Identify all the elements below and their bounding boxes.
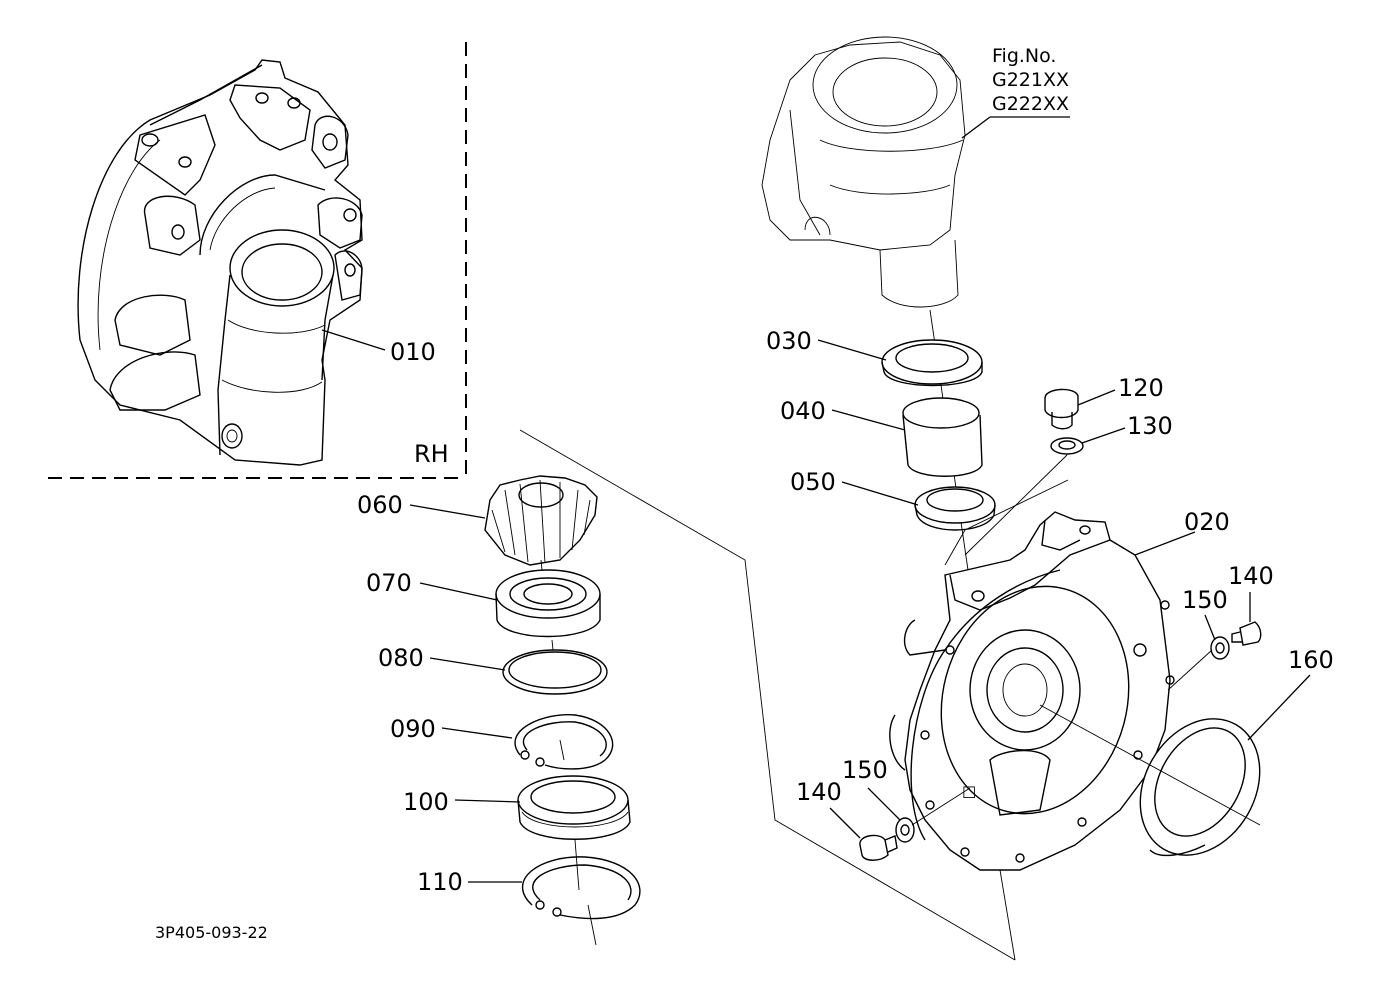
leader-150-left xyxy=(867,787,901,821)
part-label-130: 130 xyxy=(1127,412,1173,440)
fig-code-1: G221XX xyxy=(992,69,1069,91)
leader-090 xyxy=(441,727,513,739)
bevel-gear-060-drawing xyxy=(484,475,598,566)
leader-080 xyxy=(429,657,506,671)
part-label-060: 060 xyxy=(357,491,403,519)
leader-150-right xyxy=(1204,614,1216,641)
leader-160 xyxy=(1247,674,1311,741)
part-label-110: 110 xyxy=(417,868,463,896)
washer-150-right-drawing xyxy=(1210,636,1230,660)
housing-020-drawing: ☐ xyxy=(889,511,1175,871)
leader-060 xyxy=(409,504,486,519)
leader-130 xyxy=(1081,427,1126,444)
part-label-080: 080 xyxy=(378,644,424,672)
housing-cast-mark: ☐ xyxy=(962,783,976,802)
washer-150-left-drawing xyxy=(895,817,915,843)
housing-bolt-holes xyxy=(920,600,1175,863)
part-label-010: 010 xyxy=(390,338,436,366)
leader-050 xyxy=(841,481,919,506)
upper-housing-reference-drawing xyxy=(761,36,966,308)
fig-code-2: G222XX xyxy=(992,93,1069,115)
part-label-140-left: 140 xyxy=(796,778,842,806)
variant-label-rh: RH xyxy=(414,440,449,468)
oil-seal-160-drawing xyxy=(1139,718,1261,857)
leader-070 xyxy=(419,582,498,601)
leader-140-left xyxy=(829,807,861,839)
part-label-050: 050 xyxy=(790,468,836,496)
bolt-140-right-drawing xyxy=(1231,621,1262,646)
rh-inset-frame xyxy=(48,42,467,479)
leader-120 xyxy=(1077,389,1116,406)
explosion-bracket-lines xyxy=(519,429,1069,961)
leader-010 xyxy=(321,329,386,351)
bushing-040-drawing xyxy=(902,397,983,477)
washer-130-drawing xyxy=(1050,437,1084,455)
part-label-140-right: 140 xyxy=(1228,562,1274,590)
seal-030-drawing xyxy=(881,339,983,387)
fig-no-label: Fig.No. xyxy=(992,45,1056,67)
part-label-070: 070 xyxy=(366,569,412,597)
housing-rh-drawing xyxy=(77,59,363,466)
drawing-code: 3P405-093-22 xyxy=(155,923,268,942)
bearing-050-drawing xyxy=(914,486,996,531)
part-label-120: 120 xyxy=(1118,374,1164,402)
leader-100 xyxy=(454,799,521,803)
part-label-150-left: 150 xyxy=(842,756,888,784)
part-label-030: 030 xyxy=(766,327,812,355)
ring-080-drawing xyxy=(502,649,608,695)
part-label-020: 020 xyxy=(1184,508,1230,536)
figure-number-block: Fig.No. G221XX G222XX xyxy=(961,45,1070,139)
leader-030 xyxy=(817,339,887,361)
part-label-040: 040 xyxy=(780,397,826,425)
snap-ring-110-drawing xyxy=(521,856,641,920)
bearing-070-drawing xyxy=(495,569,601,638)
part-label-160: 160 xyxy=(1288,646,1334,674)
bolt-140-left-drawing xyxy=(859,834,898,861)
snap-ring-090-drawing xyxy=(514,713,614,770)
part-label-100: 100 xyxy=(403,788,449,816)
part-number-labels: 010 020 030 040 050 060 070 080 090 100 … xyxy=(357,327,1334,896)
part-label-090: 090 xyxy=(390,715,436,743)
part-label-150-right: 150 xyxy=(1182,586,1228,614)
leader-020 xyxy=(1134,531,1196,556)
seal-100-drawing xyxy=(517,775,631,840)
leader-040 xyxy=(831,409,906,431)
plug-120-drawing xyxy=(1044,388,1079,430)
